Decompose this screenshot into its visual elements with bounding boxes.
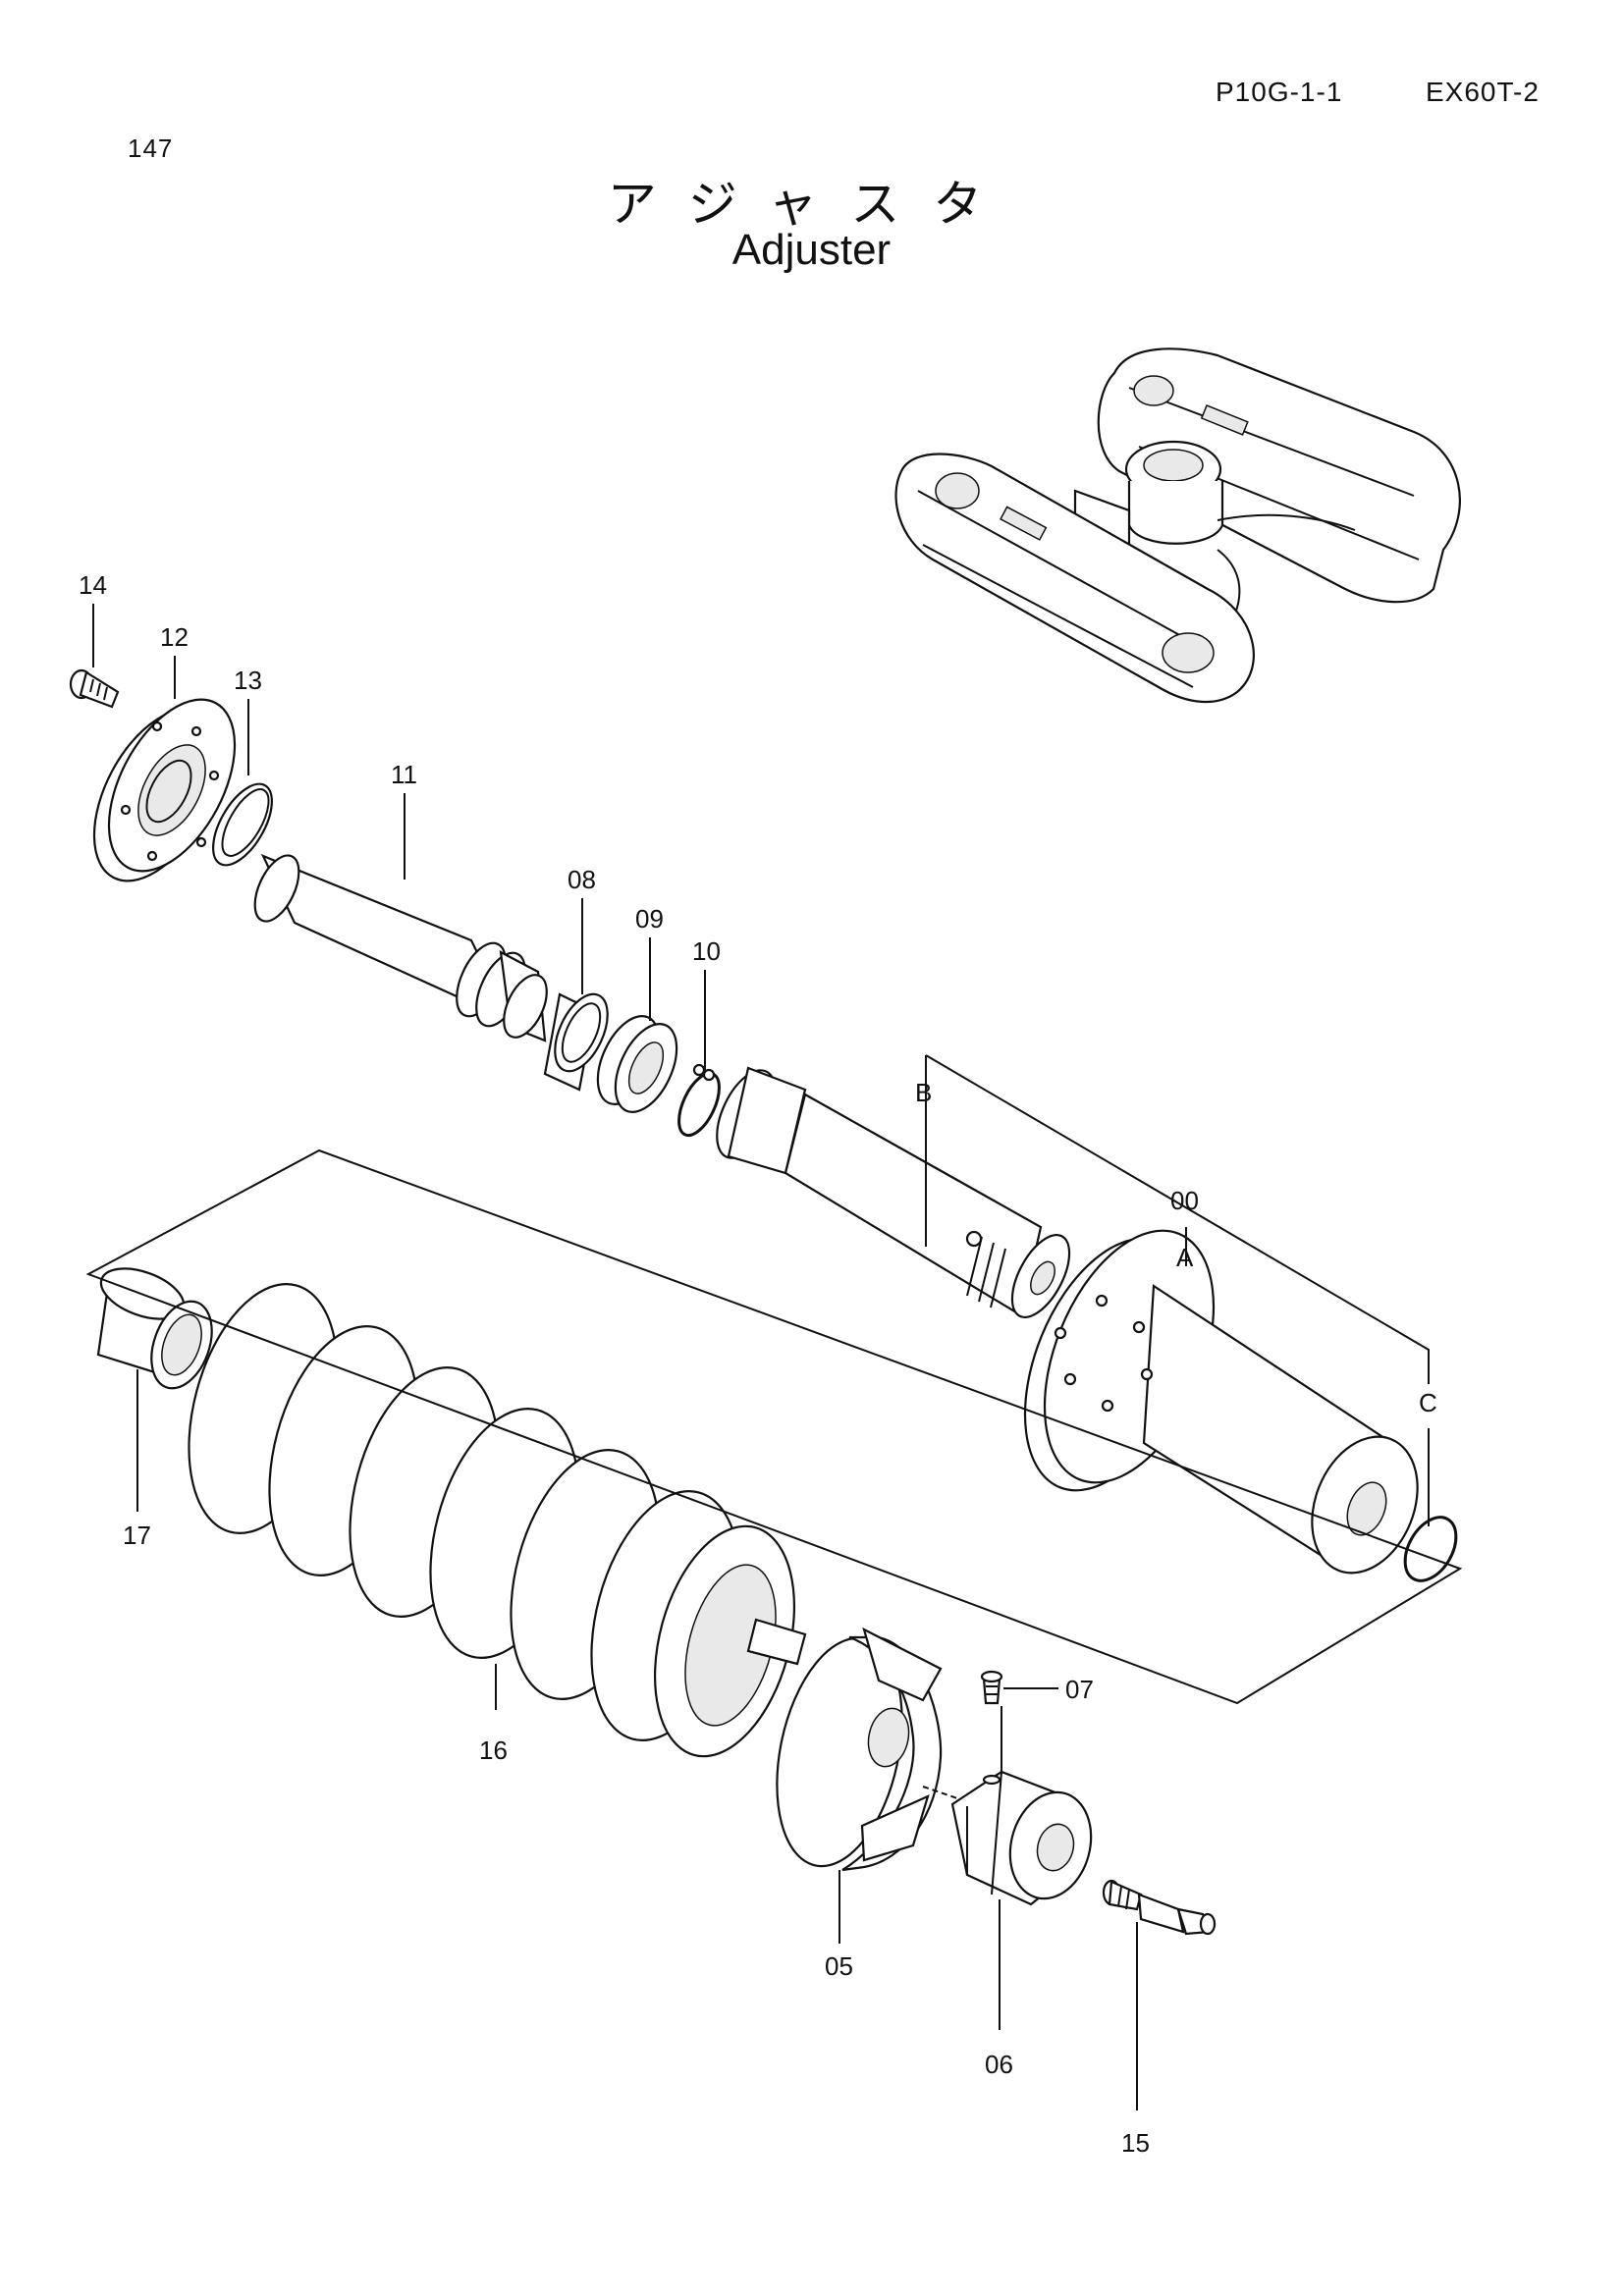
- callout-00: 00: [1170, 1186, 1199, 1215]
- cylinder-a: [1023, 1229, 1419, 1575]
- flange-12: [92, 698, 237, 882]
- callout-12: 12: [160, 622, 189, 652]
- seal-09: [596, 1015, 678, 1113]
- spring-seat-05: [776, 1627, 943, 1872]
- callout-17: 17: [123, 1521, 151, 1550]
- index-number: 147: [128, 133, 174, 163]
- callout-13: 13: [234, 666, 262, 695]
- callout-15: 15: [1121, 2128, 1150, 2158]
- callout-a: A: [1176, 1243, 1194, 1272]
- plug-07: [980, 1670, 1003, 1705]
- nut-06: [950, 1770, 1093, 1906]
- leader-lines: [85, 604, 1463, 2110]
- o-ring-c: [1403, 1516, 1458, 1582]
- callout-c: C: [1419, 1388, 1437, 1417]
- model-code: EX60T-2: [1426, 77, 1540, 107]
- title-english: Adjuster: [731, 226, 892, 274]
- callout-06: 06: [985, 2050, 1013, 2079]
- callout-10: 10: [692, 936, 721, 966]
- bolt-14: [69, 668, 120, 709]
- callout-14: 14: [79, 570, 107, 600]
- title-japanese: アジャスタ: [607, 176, 1016, 233]
- undercarriage-thumbnail: [894, 347, 1461, 704]
- callout-b: B: [915, 1078, 932, 1107]
- snap-ring-10: [677, 1063, 721, 1138]
- callout-08: 08: [568, 865, 596, 894]
- callout-labels: 14 12 13 11 08 09 10 B 00 A C 17 16 07 0…: [79, 570, 1437, 2158]
- piston-rod-b: [716, 1066, 1071, 1319]
- ring-13: [212, 782, 273, 867]
- bushing-08: [543, 992, 609, 1092]
- callout-09: 09: [635, 904, 664, 934]
- callout-11: 11: [391, 760, 417, 789]
- spring-16: [188, 1283, 807, 1758]
- grease-fitting-15: [1102, 1879, 1217, 1936]
- callout-16: 16: [479, 1735, 508, 1765]
- rod-11: [253, 853, 548, 1042]
- page-code: P10G-1-1: [1216, 77, 1343, 107]
- callout-05: 05: [825, 1951, 853, 1981]
- callout-07: 07: [1065, 1675, 1094, 1704]
